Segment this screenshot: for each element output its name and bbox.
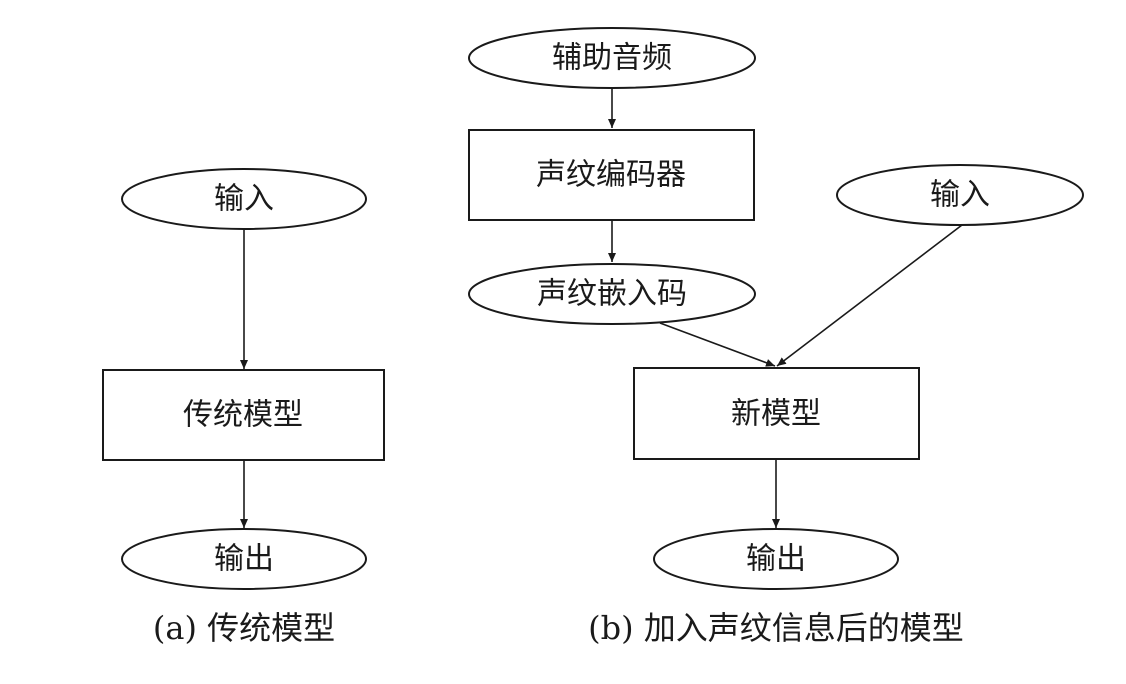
node-b-encoder: 声纹编码器 — [468, 129, 755, 221]
node-a-output-label: 输出 — [214, 542, 274, 577]
node-b-input: 输入 — [836, 164, 1084, 226]
node-a-input: 输入 — [121, 168, 367, 230]
diagram-b: 辅助音频 声纹编码器 声纹嵌入码 输入 新模型 输出 (b) 加入声纹信息后的模… — [468, 27, 1084, 647]
node-a-model: 传统模型 — [102, 369, 385, 461]
node-a-output: 输出 — [121, 528, 367, 590]
node-b-embedding-label: 声纹嵌入码 — [537, 277, 687, 312]
node-b-aux-audio: 辅助音频 — [468, 27, 756, 89]
edge-b-embedding-to-model — [659, 322, 776, 367]
node-b-encoder-label: 声纹编码器 — [536, 158, 686, 193]
caption-a: (a) 传统模型 — [153, 609, 335, 647]
node-b-input-label: 输入 — [930, 178, 990, 213]
caption-b: (b) 加入声纹信息后的模型 — [588, 609, 964, 647]
node-b-model: 新模型 — [633, 367, 920, 460]
node-b-aux-audio-label: 辅助音频 — [552, 41, 672, 76]
node-a-input-label: 输入 — [214, 182, 274, 217]
node-b-embedding: 声纹嵌入码 — [468, 263, 756, 325]
node-b-output: 输出 — [653, 528, 899, 590]
node-b-model-label: 新模型 — [731, 397, 821, 432]
node-a-model-label: 传统模型 — [183, 398, 303, 433]
diagram-a: 输入 传统模型 输出 (a) 传统模型 — [102, 168, 385, 647]
node-b-output-label: 输出 — [746, 542, 806, 577]
edge-b-input-to-model — [776, 224, 963, 367]
